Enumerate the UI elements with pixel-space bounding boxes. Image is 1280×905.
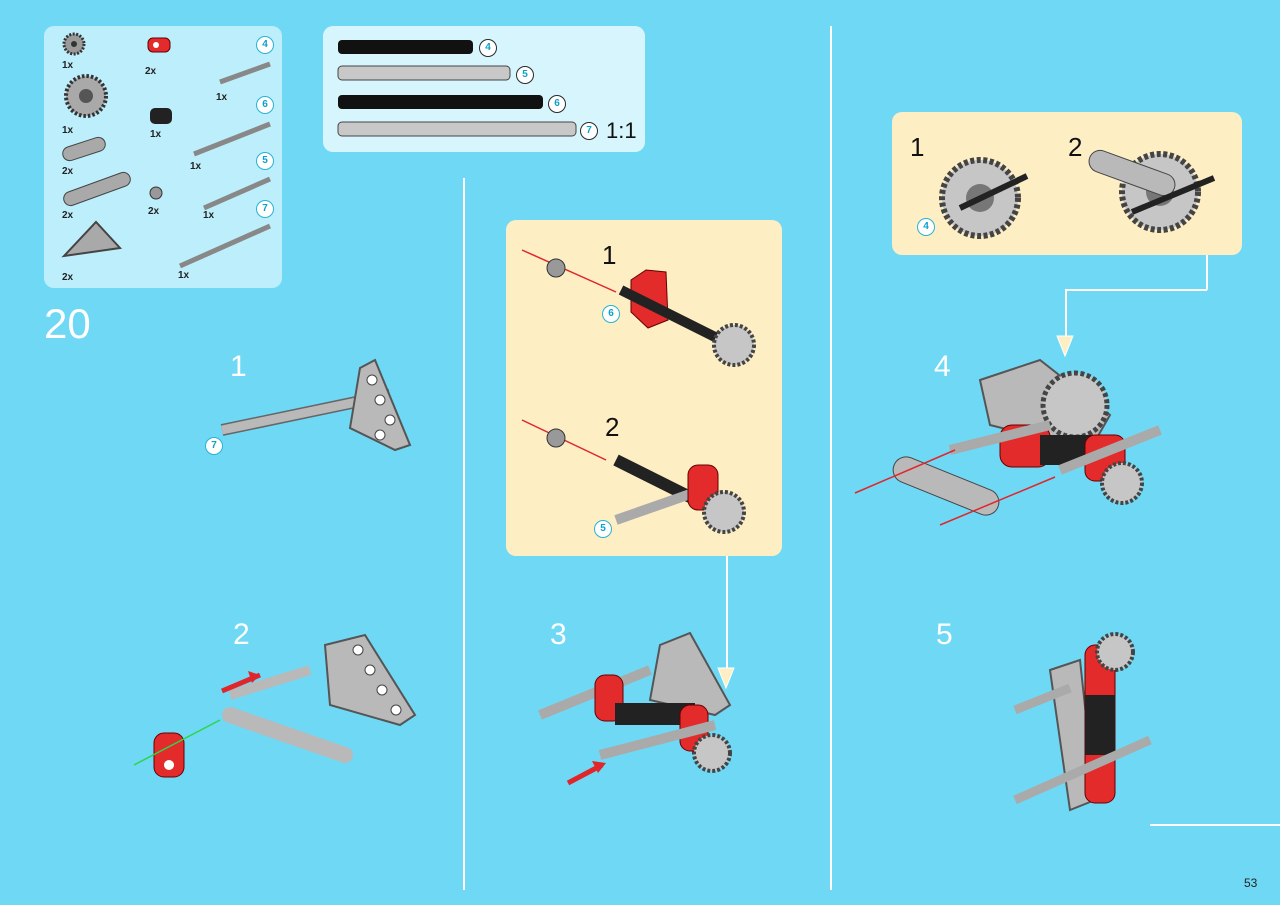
axle-scale-bar xyxy=(338,95,543,109)
scale-label: 1:1 xyxy=(606,118,637,143)
substep-number: 1 xyxy=(602,240,617,270)
step-3-model xyxy=(538,631,732,786)
substep-number: 1 xyxy=(910,132,925,162)
qty-label: 2x xyxy=(148,206,160,217)
substep-number: 2 xyxy=(1068,132,1083,162)
qty-label: 2x xyxy=(62,166,74,177)
qty-label: 1x xyxy=(150,129,162,140)
substep-number: 2 xyxy=(605,412,620,442)
red-connector-part xyxy=(153,732,185,778)
connector-line xyxy=(1065,289,1207,291)
axle-length-callout: 4 xyxy=(479,39,497,57)
sub-assembly-left-graphics xyxy=(521,249,756,534)
black-connector-icon xyxy=(150,108,172,124)
axle-length-callout: 5 xyxy=(516,66,534,84)
step-number: 20 xyxy=(44,300,91,347)
axle-callout: 6 xyxy=(602,305,620,323)
step-2-model xyxy=(133,633,417,778)
substep-number: 3 xyxy=(550,618,567,651)
axle-scale-bar xyxy=(337,65,511,81)
bush-icon xyxy=(149,186,163,200)
connector-line xyxy=(1065,289,1067,344)
beam-3-icon xyxy=(62,136,106,162)
axle-callout: 5 xyxy=(594,520,612,538)
qty-label: 2x xyxy=(62,210,74,221)
substep-number: 1 xyxy=(230,350,247,383)
axle-6-icon xyxy=(193,121,271,157)
axle-scale-graphics xyxy=(337,40,577,137)
qty-label: 1x xyxy=(178,270,190,281)
axle-4-icon xyxy=(219,61,271,85)
page-number: 53 xyxy=(1244,876,1258,890)
qty-label: 2x xyxy=(62,272,74,283)
substep-number: 2 xyxy=(233,618,250,651)
connector-arrow-head xyxy=(1056,335,1074,358)
length-callout: 5 xyxy=(256,152,274,170)
connector-line xyxy=(1206,255,1208,290)
qty-label: 1x xyxy=(62,125,74,136)
length-callout: 4 xyxy=(256,36,274,54)
connector-line xyxy=(726,556,728,681)
placement-arrow-green xyxy=(133,719,221,766)
axle-length-callout: 6 xyxy=(548,95,566,113)
substep-number: 5 xyxy=(936,618,953,651)
qty-label: 1x xyxy=(216,92,228,103)
sub-assembly-right-graphics xyxy=(939,149,1216,239)
axle-length-callout: 7 xyxy=(580,122,598,140)
step-4-model xyxy=(854,358,1162,526)
axle-callout: 7 xyxy=(205,437,223,455)
qty-label: 2x xyxy=(145,66,157,77)
footer-line xyxy=(1150,824,1280,826)
length-callout: 6 xyxy=(256,96,274,114)
step-5-model xyxy=(1013,632,1152,812)
parts-list-graphics xyxy=(61,32,272,269)
red-connector-icon xyxy=(147,37,171,53)
axle-5-icon xyxy=(202,176,272,211)
axle-scale-bar xyxy=(338,40,473,54)
step-1-model xyxy=(220,358,412,452)
qty-label: 1x xyxy=(203,210,215,221)
axle-7-icon xyxy=(178,223,272,269)
triangle-beam-icon xyxy=(61,220,123,258)
gear-24-tooth-icon xyxy=(64,74,108,118)
connector-arrow-head xyxy=(717,667,735,690)
axle-callout: 4 xyxy=(917,218,935,236)
column-divider-1 xyxy=(463,178,465,890)
axle-scale-bar xyxy=(337,121,577,137)
substep-number: 4 xyxy=(934,350,951,383)
qty-label: 1x xyxy=(62,60,74,71)
beam-5-icon xyxy=(63,171,131,207)
column-divider-2 xyxy=(830,26,832,890)
qty-label: 1x xyxy=(190,161,202,172)
gear-12-tooth-icon xyxy=(62,32,86,56)
length-callout: 7 xyxy=(256,200,274,218)
